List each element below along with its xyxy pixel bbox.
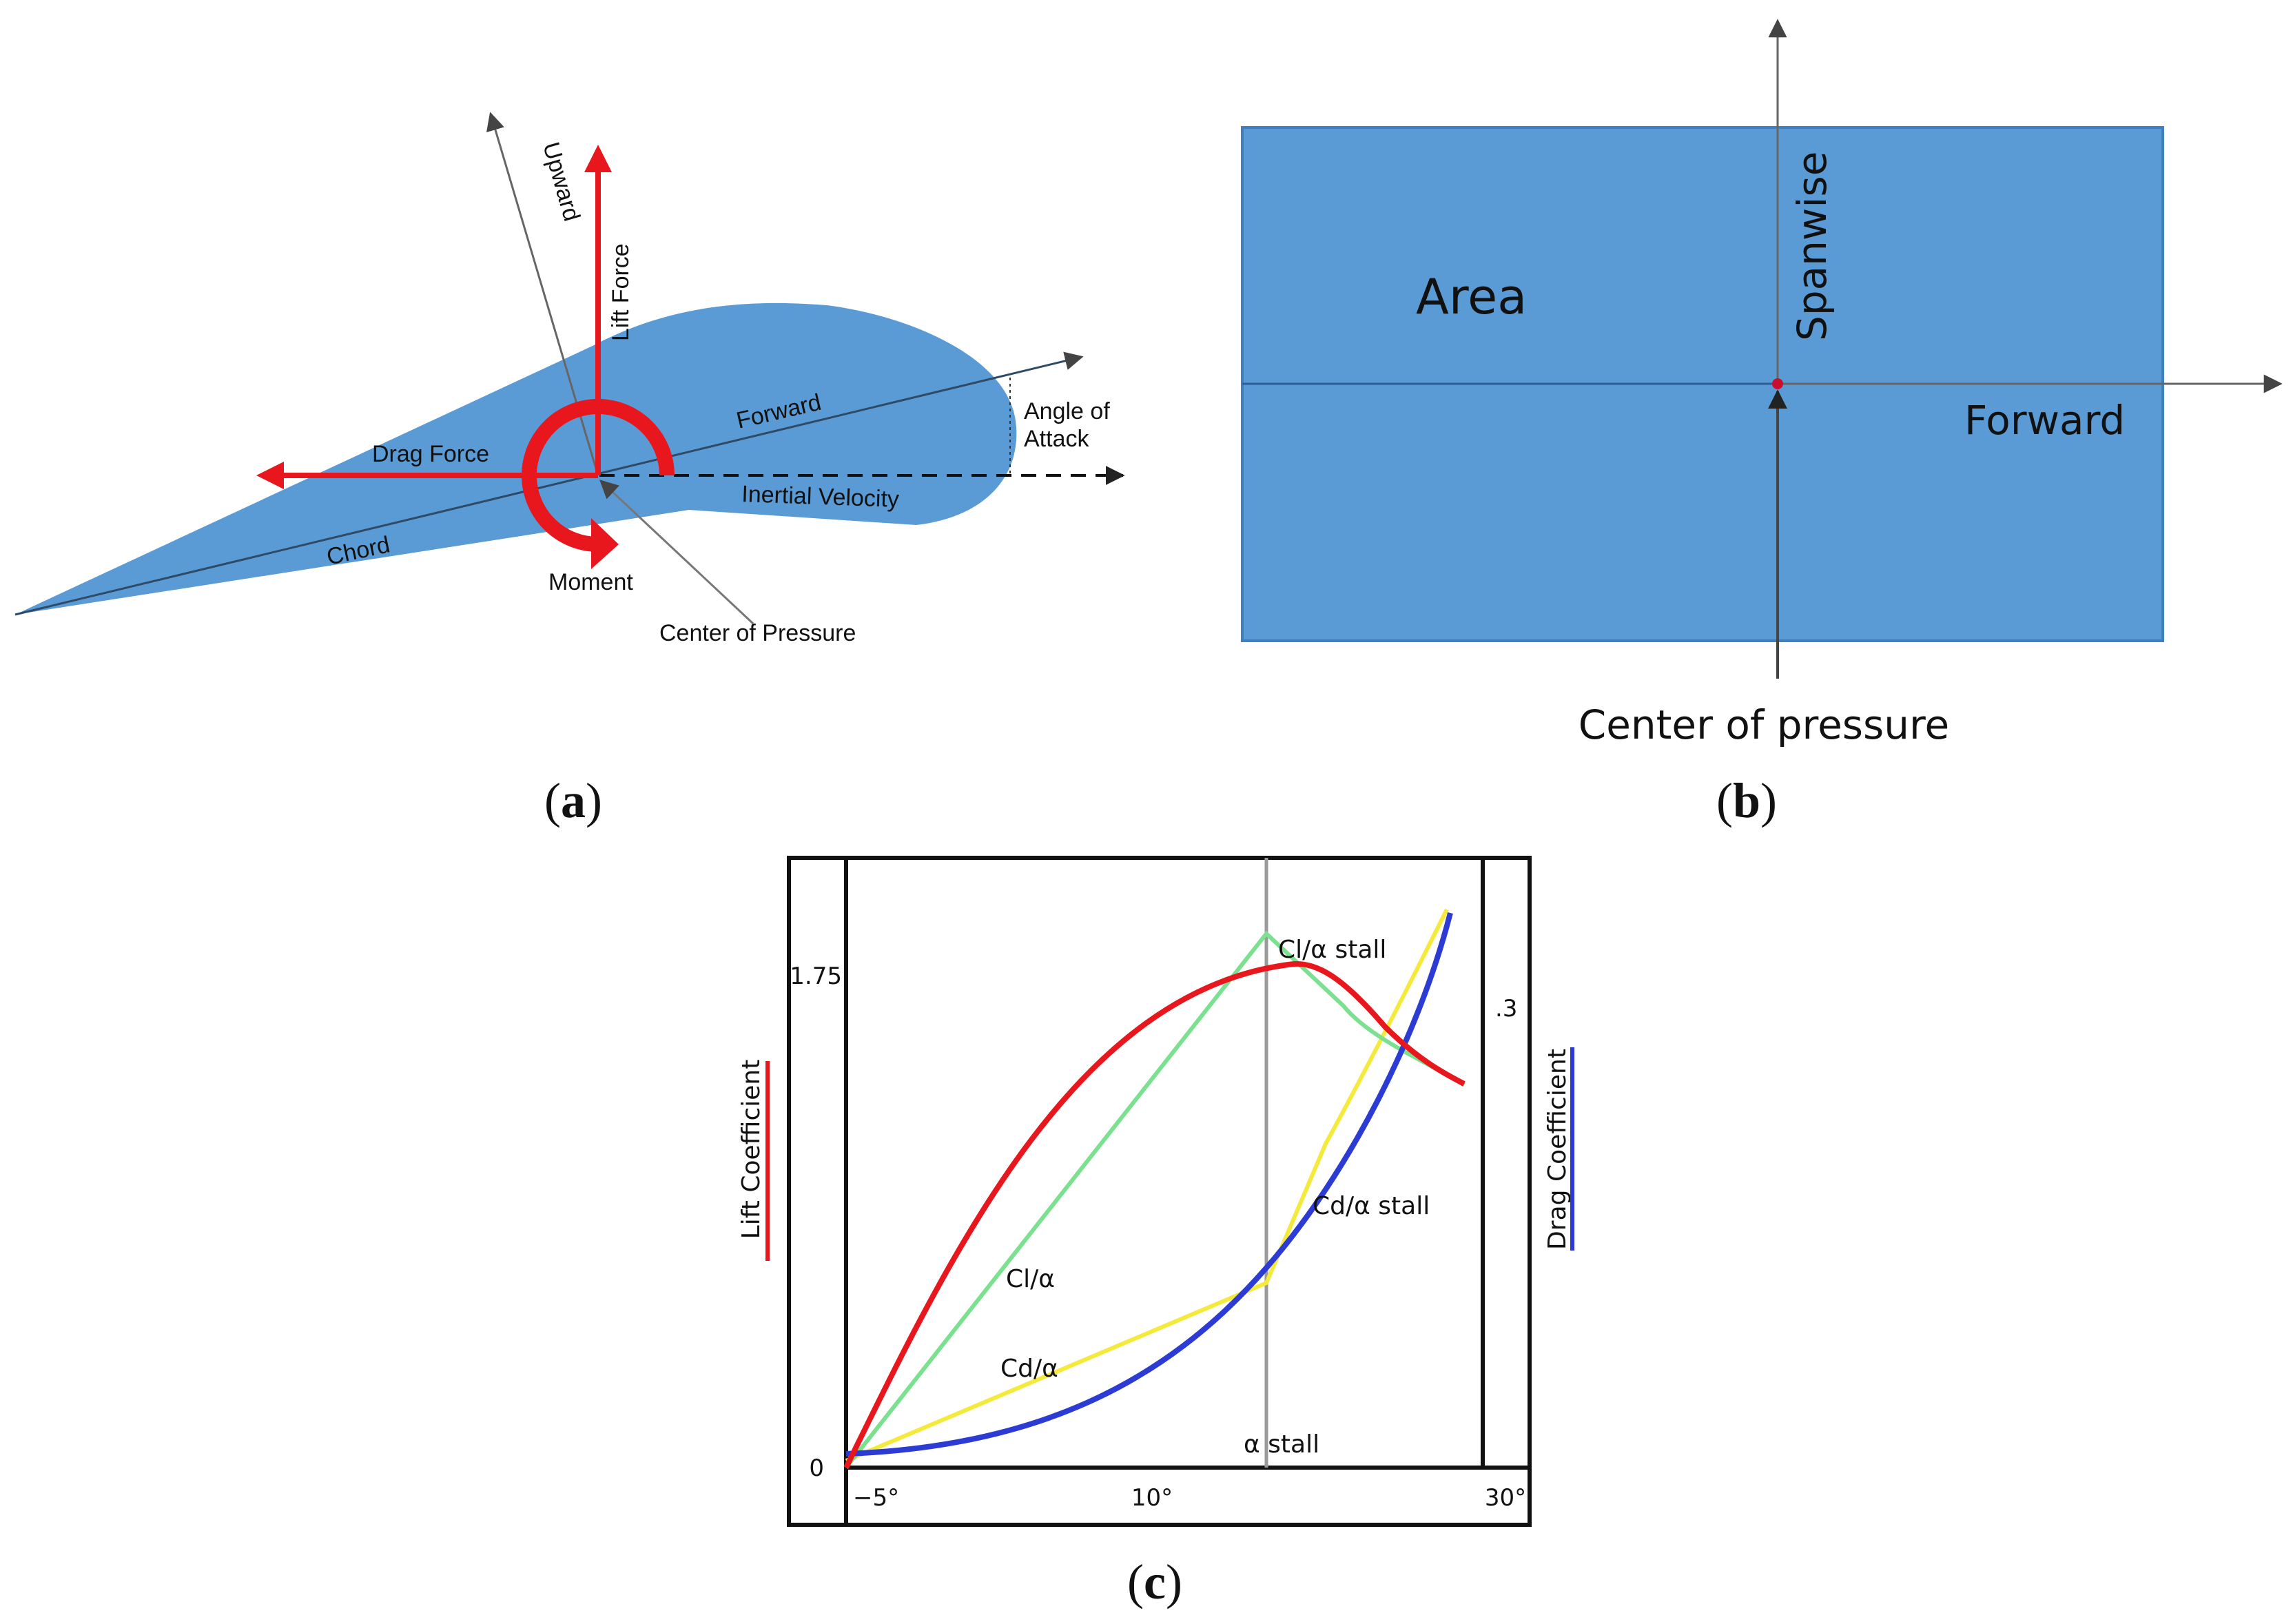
alpha-stall-annotation: α stall [1244, 1430, 1319, 1459]
moment-label: Moment [548, 569, 633, 595]
forward-label-b: Forward [1964, 397, 2125, 444]
y-left-tick-1-75: 1.75 [790, 963, 842, 990]
lift-curve [843, 961, 1466, 1469]
chord-line [14, 351, 1084, 616]
inertial-velocity-label: Inertial Velocity [741, 481, 900, 513]
area-label: Area [1416, 269, 1527, 325]
center-of-pressure-dot [1772, 378, 1783, 389]
airfoil-shape [15, 302, 1017, 615]
y-right-label: Drag Coefficient [1543, 1049, 1572, 1250]
cl-alpha-stall-annotation: Cl/α stall [1278, 936, 1386, 964]
upward-label: Upward [537, 139, 585, 224]
drag-curve [845, 912, 1453, 1457]
x-tick-10: 10° [1131, 1484, 1173, 1512]
center-of-pressure-pointer [599, 480, 754, 625]
panel-c-caption: (c) [1127, 1554, 1182, 1610]
lift-force-label: Lift Force [608, 243, 634, 341]
moment-arrowhead [591, 518, 619, 569]
y-left-tick-0: 0 [809, 1455, 824, 1482]
moment-arrow [522, 399, 675, 553]
x-tick-minus5: −5° [853, 1484, 899, 1512]
y-left-label: Lift Coefficient [737, 1060, 765, 1240]
panel-a-caption: (a) [544, 773, 602, 828]
panel-b-caption: (b) [1716, 773, 1777, 828]
chart-frame [787, 856, 1532, 1527]
cd-linear-curve [845, 908, 1449, 1463]
panel-c: 1.75 0 .3 −5° 10° 30° Lift Coefficient D… [737, 856, 1574, 1610]
center-of-pressure-label-b: Center of pressure [1579, 701, 1950, 748]
angle-of-attack-label-2: Attack [1024, 426, 1089, 452]
panel-a-caption-letter: a [561, 773, 586, 828]
drag-force-label: Drag Force [372, 441, 489, 467]
panel-b-caption-letter: b [1733, 773, 1760, 828]
spanwise-label: Spanwise [1789, 152, 1836, 341]
center-of-pressure-label: Center of Pressure [659, 620, 856, 646]
panel-c-caption-letter: c [1144, 1554, 1166, 1610]
y-right-tick-3: .3 [1495, 995, 1517, 1022]
panel-b: Area Spanwise Forward Center of pressure… [1241, 19, 2283, 828]
cd-alpha-annotation: Cd/α [1000, 1355, 1058, 1383]
cl-alpha-annotation: Cl/α [1006, 1265, 1055, 1293]
cd-alpha-stall-annotation: Cd/α stall [1313, 1192, 1430, 1220]
angle-of-attack-label-1: Angle of [1024, 398, 1110, 424]
x-tick-30: 30° [1485, 1484, 1526, 1512]
panel-a: Upward Lift Force Forward Angle of Attac… [14, 112, 1125, 828]
